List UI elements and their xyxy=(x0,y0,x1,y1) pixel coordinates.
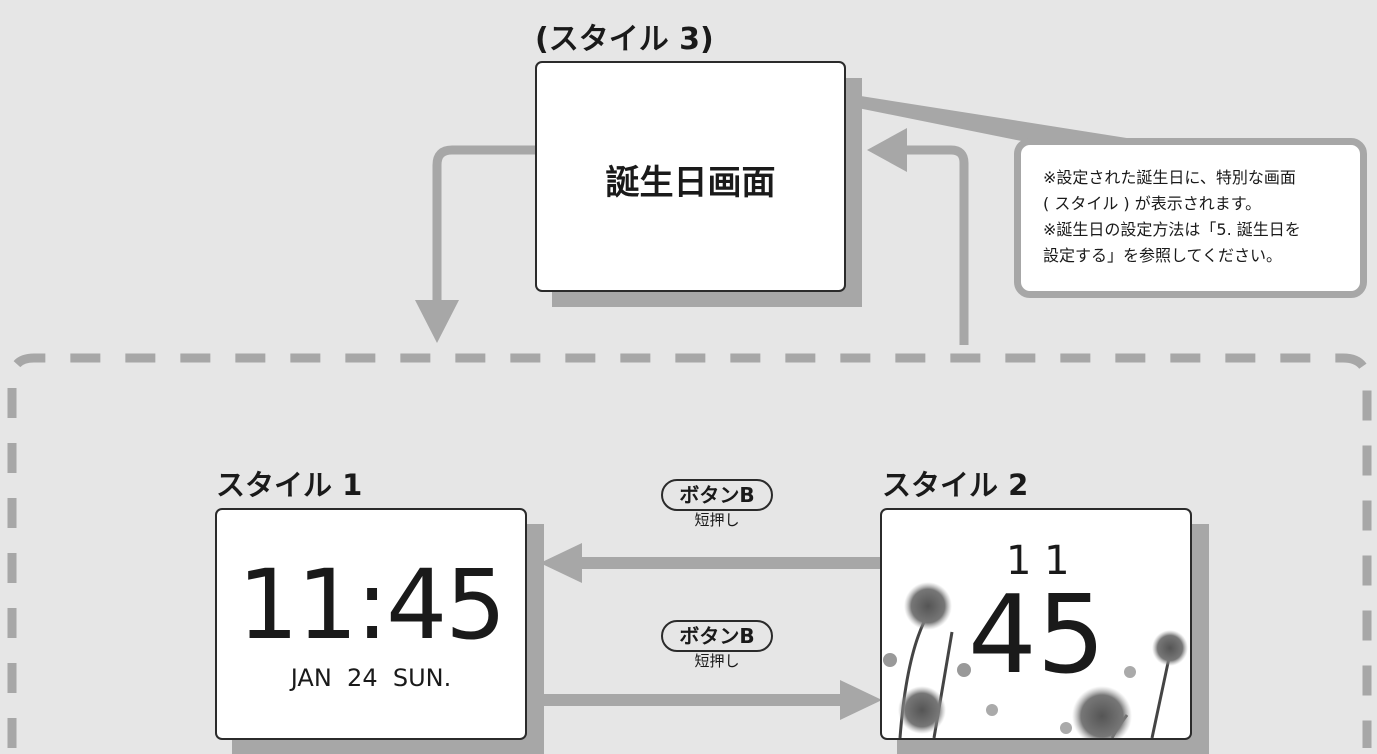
style2-title: スタイル 2 xyxy=(882,468,1029,502)
note-line: ※設定された誕生日に、特別な画面 xyxy=(1043,168,1296,187)
button-b-bottom-label: ボタンB xyxy=(661,620,773,652)
dashed-frame xyxy=(7,353,1372,748)
arrow-head-left-top xyxy=(867,128,907,172)
birthday-screen-label: 誕生日画面 xyxy=(605,163,776,203)
birthday-style-title: (スタイル 3) xyxy=(535,22,714,57)
style1-date: JAN 24 SUN. xyxy=(290,664,452,692)
arrow-head-right xyxy=(840,680,882,720)
style2-minute: 45 xyxy=(968,573,1106,698)
birthday-screen: 誕生日画面 xyxy=(535,61,846,292)
dandelion-illustration xyxy=(883,582,1188,738)
button-b-bottom: ボタンB 短押し xyxy=(647,620,787,670)
birthday-note-callout: ※設定された誕生日に、特別な画面 ( スタイル ) が表示されます。 ※誕生日の… xyxy=(1014,138,1367,298)
arrow-to-birthday xyxy=(900,145,969,345)
arrow-to-frame xyxy=(432,145,535,305)
style1-title: スタイル 1 xyxy=(216,468,363,502)
note-line: ( スタイル ) が表示されます。 xyxy=(1043,194,1262,213)
style2-hour: 1 1 xyxy=(1006,538,1070,584)
note-line: ※誕生日の設定方法は「5. 誕生日を xyxy=(1043,220,1301,239)
style1-time: 11:45 xyxy=(237,549,507,661)
arrow-head-down xyxy=(415,300,459,343)
button-b-top-action: 短押し xyxy=(694,511,740,529)
note-line: 設定する」を参照してください。 xyxy=(1043,246,1283,265)
button-b-top: ボタンB 短押し xyxy=(647,479,787,529)
arrow-head-left xyxy=(540,543,582,583)
button-b-top-label: ボタンB xyxy=(661,479,773,511)
style1-screen: 11:45 JAN 24 SUN. xyxy=(215,508,527,740)
button-b-bottom-action: 短押し xyxy=(694,652,740,670)
callout-pointer xyxy=(848,94,1190,148)
style2-screen: 1 1 45 xyxy=(880,508,1192,740)
